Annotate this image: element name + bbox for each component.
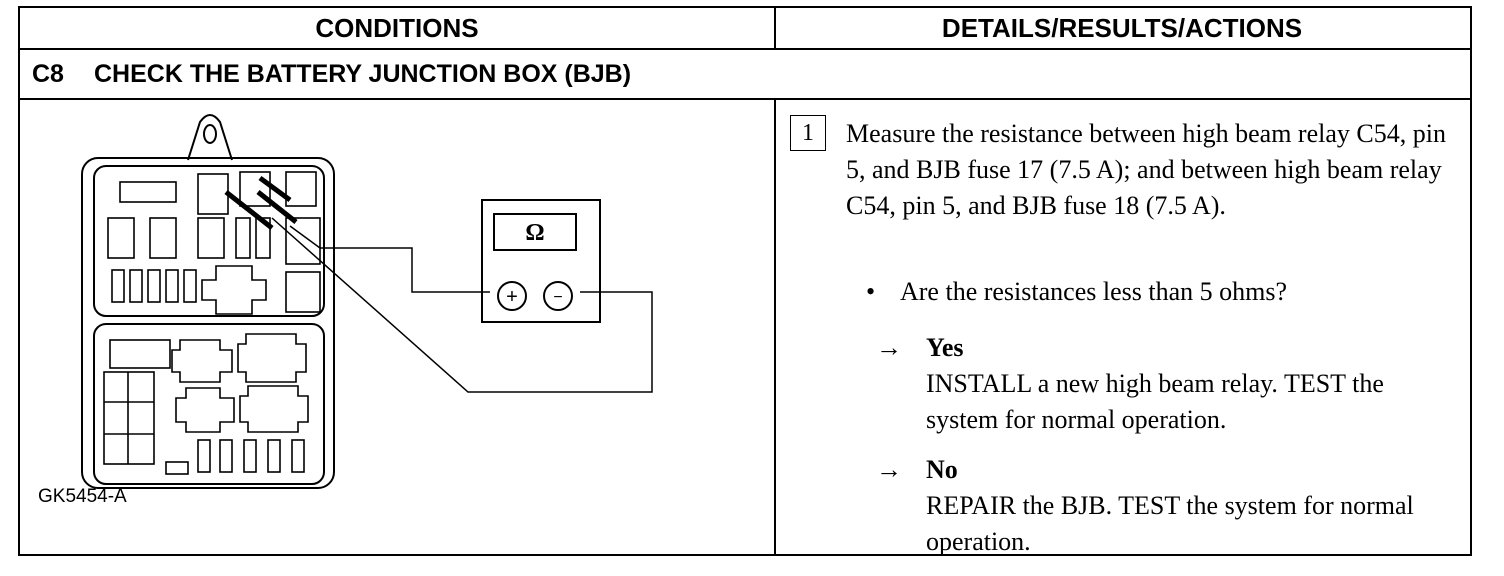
question-item: • Are the resistances less than 5 ohms? — [866, 275, 1287, 309]
bullet-icon: • — [866, 277, 876, 306]
bjb-outer-case — [81, 157, 335, 489]
step-title: CHECK THE BATTERY JUNCTION BOX (BJB) — [94, 59, 632, 88]
answer-label: Yes — [926, 333, 964, 362]
answer-action: INSTALL a new high beam relay. TEST the … — [926, 369, 1384, 434]
instruction-text: Measure the resistance between high beam… — [846, 119, 1446, 220]
bjb-upper-compartment — [93, 165, 325, 317]
negative-lead — [271, 217, 653, 393]
bjb-diagram: Ω + − — [81, 114, 653, 489]
ohmmeter — [481, 199, 601, 323]
answer-label: No — [926, 455, 958, 484]
details-column: 1 Measure the resistance between high be… — [776, 100, 1470, 556]
bjb-lower-compartment — [93, 323, 325, 485]
title-divider — [20, 98, 1470, 100]
positive-lead — [289, 225, 490, 293]
answer-action: REPAIR the BJB. TEST the system for norm… — [926, 491, 1414, 556]
answer-no: → No REPAIR the BJB. TEST the system for… — [876, 452, 1446, 560]
details-header: DETAILS/RESULTS/ACTIONS — [941, 12, 1303, 43]
answer-yes: → Yes INSTALL a new high beam relay. TES… — [876, 330, 1446, 438]
mounting-tab — [187, 114, 233, 161]
header-divider — [20, 48, 1470, 50]
conditions-header: CONDITIONS — [315, 12, 479, 43]
diagnostic-table: CONDITIONS DETAILS/RESULTS/ACTIONS C8 CH… — [18, 6, 1472, 556]
ohm-symbol: Ω — [525, 220, 544, 246]
positive-terminal — [497, 281, 527, 311]
arrow-right-icon: → — [876, 455, 902, 484]
mounting-hole — [203, 124, 217, 144]
arrow-right-icon: → — [876, 333, 902, 362]
test-probes — [224, 175, 298, 230]
minus-symbol: − — [553, 289, 562, 306]
substep-number: 1 — [790, 115, 826, 151]
column-divider — [774, 8, 776, 50]
plus-symbol: + — [506, 286, 518, 308]
step-id: C8 — [32, 59, 64, 88]
question-text: Are the resistances less than 5 ohms? — [900, 277, 1288, 306]
body-column-divider — [774, 98, 776, 556]
negative-terminal — [543, 281, 573, 311]
figure-label: GK5454-A — [38, 486, 127, 507]
step-title-row: C8 CHECK THE BATTERY JUNCTION BOX (BJB) — [20, 50, 1470, 98]
